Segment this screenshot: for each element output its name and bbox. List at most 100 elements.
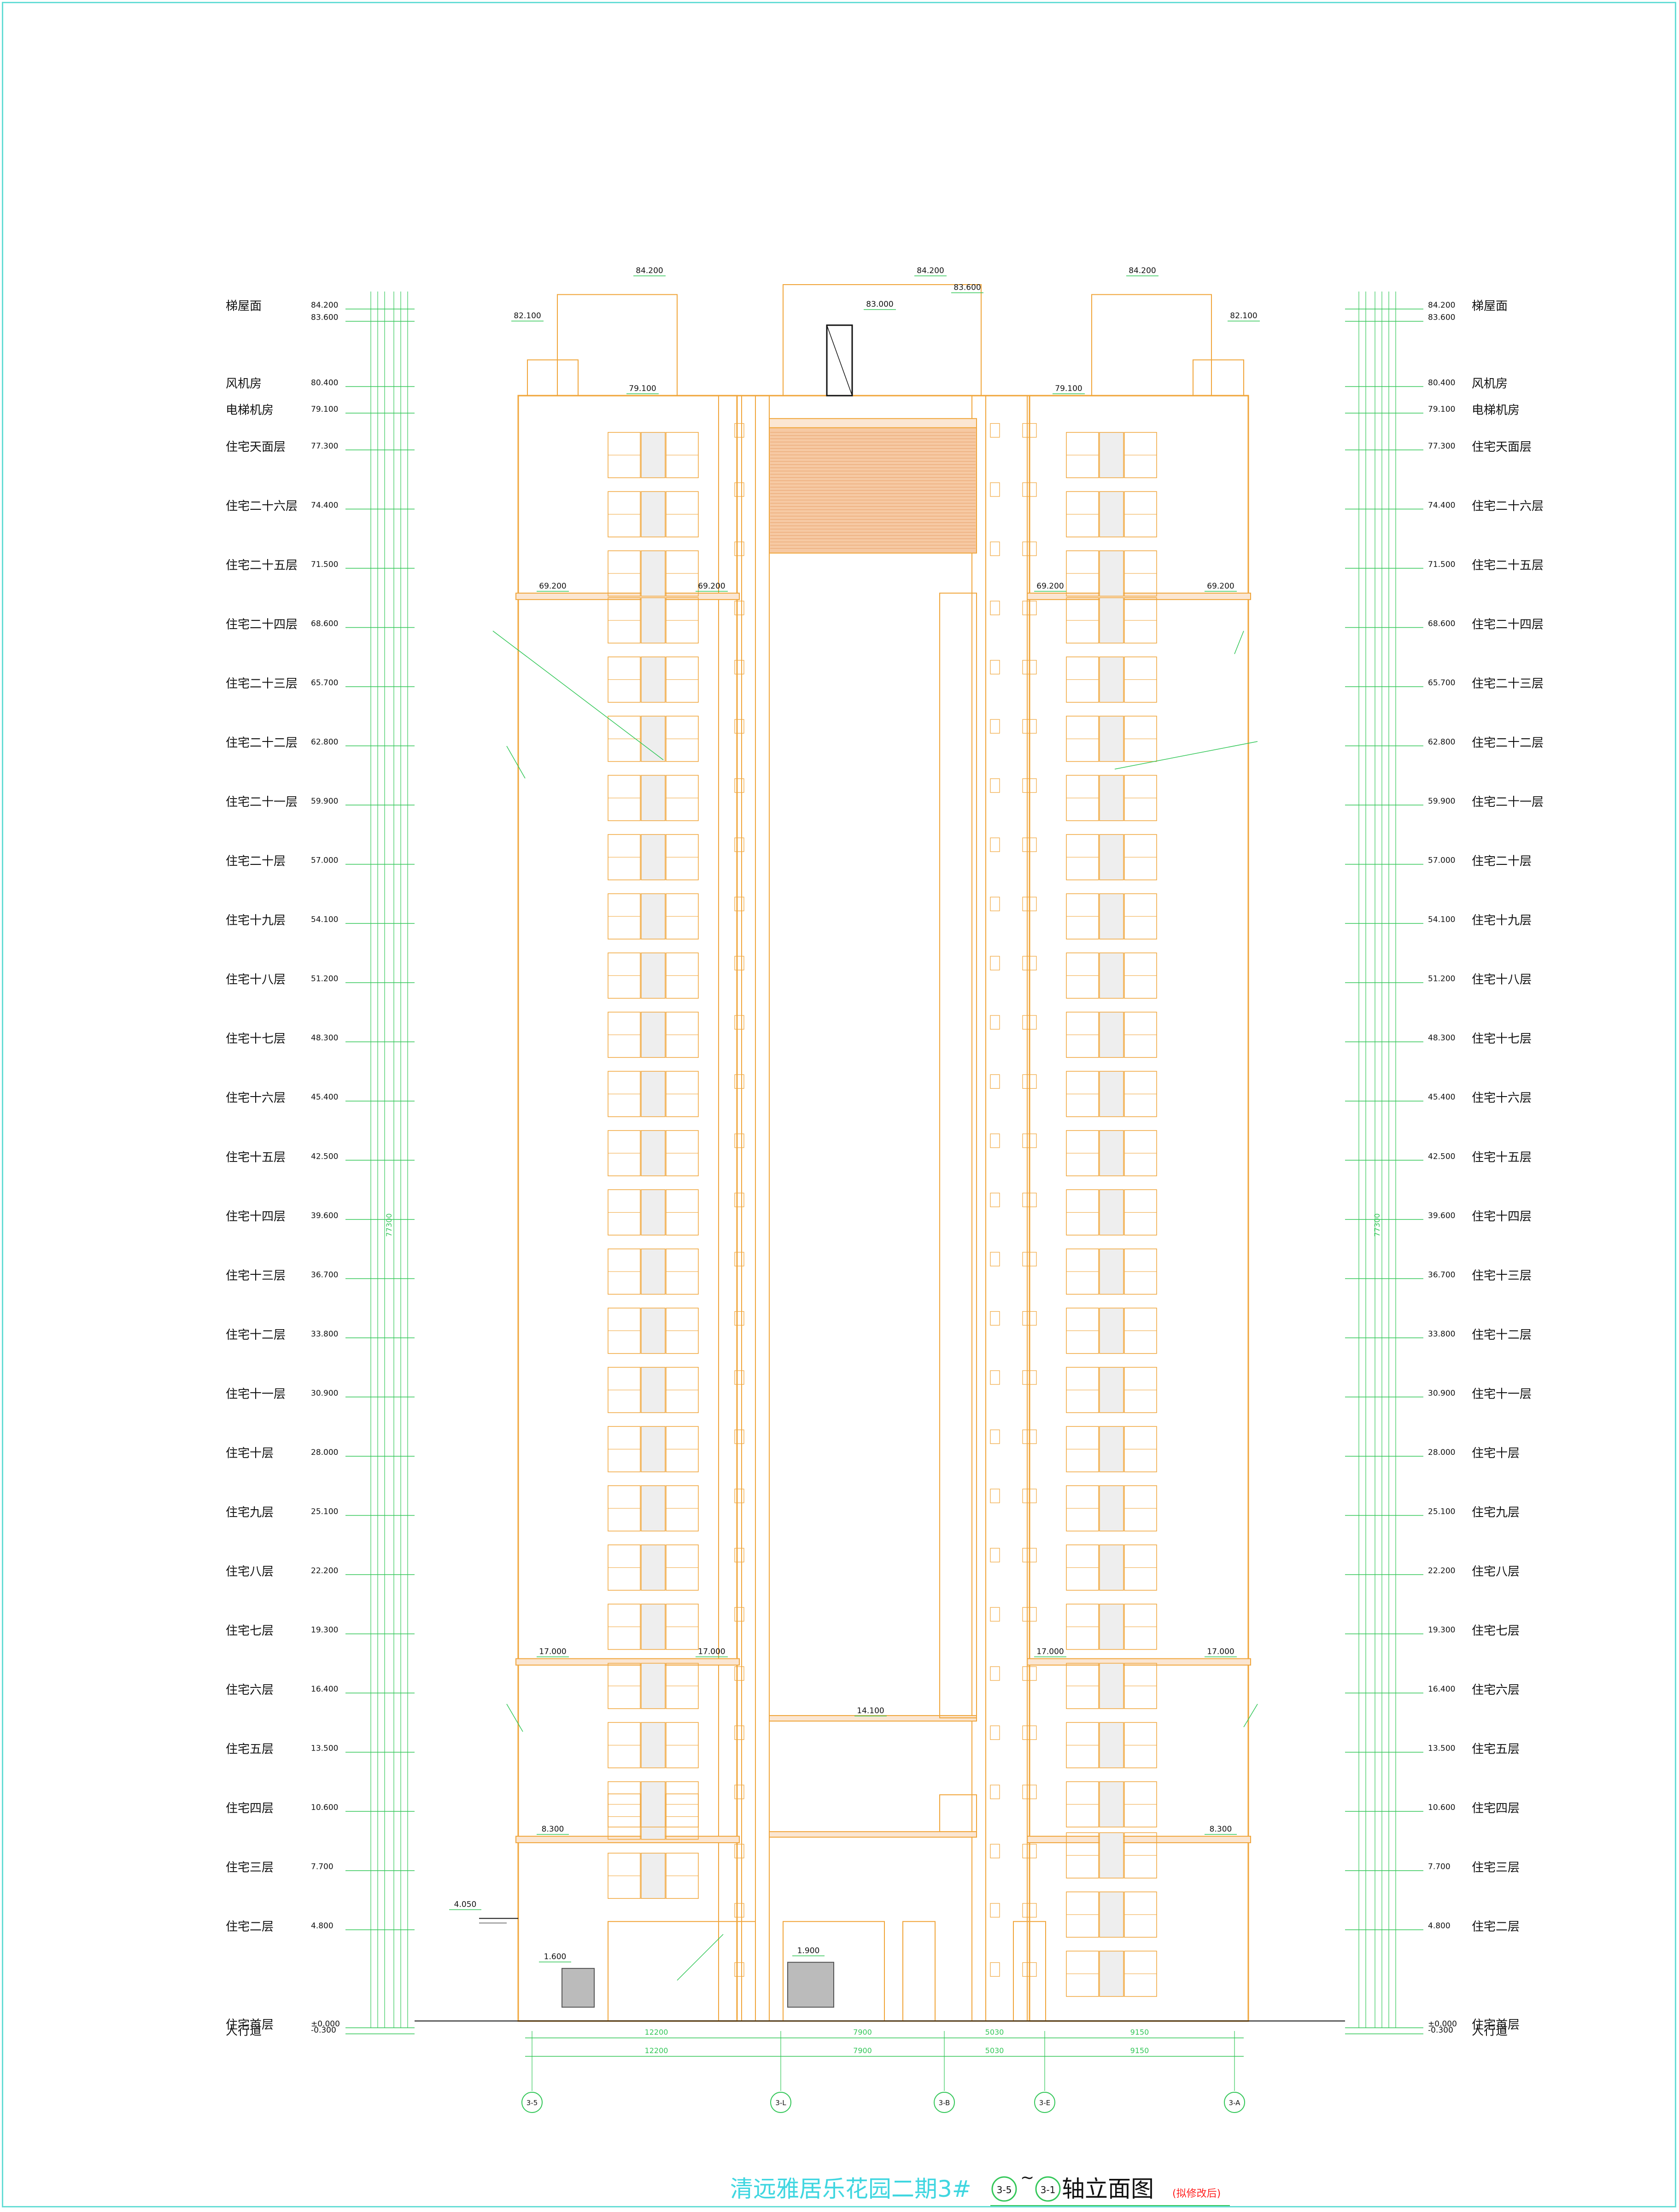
window-glazing	[641, 1307, 666, 1354]
elevation-mark: 79.100	[626, 384, 659, 394]
core-window	[1022, 1015, 1037, 1030]
window-glazing	[641, 1367, 666, 1413]
window-glazing	[1099, 1722, 1124, 1768]
core-window	[734, 956, 744, 970]
level-name: 住宅十八层	[226, 973, 286, 987]
window-glazing	[641, 834, 666, 881]
level-elevation: 74.400	[1428, 501, 1455, 510]
leader	[506, 746, 526, 779]
level-elevation: 7.700	[311, 1862, 333, 1872]
level-elevation: 84.200	[1428, 301, 1455, 310]
elevation-mark: 8.300	[537, 1825, 569, 1835]
core-window	[1022, 897, 1037, 911]
window-glazing	[641, 491, 666, 537]
title-note: (拟修改后)	[1172, 2188, 1221, 2200]
level-name: 风机房	[1472, 377, 1508, 391]
level-elevation: 59.900	[1428, 797, 1455, 806]
axis-bubble	[521, 2092, 543, 2113]
core-window	[1022, 601, 1037, 615]
leader	[492, 630, 664, 760]
elevation-mark: 69.200	[537, 582, 569, 592]
core-window	[1022, 719, 1037, 734]
window-glazing	[1099, 716, 1124, 762]
core-window	[734, 1311, 744, 1326]
level-name: 住宅十层	[1472, 1447, 1520, 1460]
core-window	[734, 897, 744, 911]
elevation-value: 84.200	[917, 266, 944, 275]
core-window	[990, 1666, 1000, 1681]
building-outline	[517, 395, 1249, 2022]
total-height-dim: 77300	[1373, 1214, 1381, 1237]
level-elevation: 65.700	[311, 678, 338, 688]
core-window	[734, 1370, 744, 1385]
core-window	[734, 1488, 744, 1503]
window-glazing	[641, 1426, 666, 1472]
elevation-mark: 14.100	[854, 1706, 887, 1716]
elevation-mark: 82.100	[1228, 311, 1260, 321]
elevation-mark: 84.200	[1126, 266, 1158, 276]
window-glazing	[641, 1663, 666, 1709]
level-elevation: 22.200	[1428, 1566, 1455, 1576]
window-glazing	[1099, 1485, 1124, 1532]
level-elevation: 68.600	[311, 619, 338, 628]
core-window	[990, 423, 1000, 438]
level-elevation: 36.700	[1428, 1270, 1455, 1279]
level-name: 住宅天面层	[226, 440, 286, 454]
core-window	[990, 1252, 1000, 1267]
core-window	[1022, 837, 1037, 852]
level-name: 住宅二层	[1472, 1920, 1520, 1934]
level-name: 住宅十八层	[1472, 973, 1532, 987]
level-elevation: 79.100	[1428, 405, 1455, 414]
level-elevation: 65.700	[1428, 678, 1455, 688]
level-elevation: -0.300	[1428, 2025, 1453, 2035]
level-elevation: 77.300	[1428, 442, 1455, 451]
core-window	[734, 1074, 744, 1089]
level-name: 住宅二层	[226, 1920, 274, 1934]
elevation-value: 79.100	[629, 384, 656, 393]
window-glazing	[1099, 1663, 1124, 1709]
level-name: 住宅十六层	[1472, 1091, 1532, 1105]
title-project: 清远雅居乐花园二期3#	[730, 2176, 971, 2202]
core-window	[1022, 1844, 1037, 1858]
core-window	[1022, 1488, 1037, 1503]
level-elevation: 13.500	[1428, 1744, 1455, 1753]
core-window	[990, 1311, 1000, 1326]
elevation-value: 84.200	[636, 266, 663, 275]
level-elevation: 45.400	[311, 1093, 338, 1102]
axis-label: 3-B	[939, 2099, 950, 2107]
level-elevation: 80.400	[311, 378, 338, 387]
core-window	[734, 1903, 744, 1918]
core-window	[1022, 1666, 1037, 1681]
level-name: 住宅十五层	[1472, 1150, 1532, 1164]
level-elevation: 48.300	[311, 1033, 338, 1043]
level-elevation: 59.900	[311, 797, 338, 806]
level-name: 住宅十一层	[226, 1387, 286, 1401]
core-window	[1022, 1252, 1037, 1267]
window-glazing	[1099, 1307, 1124, 1354]
elevation-mark: 84.200	[914, 266, 947, 276]
window-stack-left-top	[608, 432, 699, 597]
level-name: 住宅二十四层	[1472, 618, 1544, 631]
window-glazing	[641, 1781, 666, 1827]
level-name: 住宅六层	[1472, 1683, 1520, 1697]
elevation-value: 69.200	[539, 582, 566, 591]
core-window	[734, 482, 744, 497]
window-glazing	[641, 1544, 666, 1591]
window-glazing	[1099, 1367, 1124, 1413]
level-name: 住宅二十层	[226, 855, 286, 869]
level-elevation: 71.500	[311, 560, 338, 569]
level-elevation: 42.500	[1428, 1152, 1455, 1161]
level-elevation: 68.600	[1428, 619, 1455, 628]
window-glazing	[641, 597, 666, 644]
